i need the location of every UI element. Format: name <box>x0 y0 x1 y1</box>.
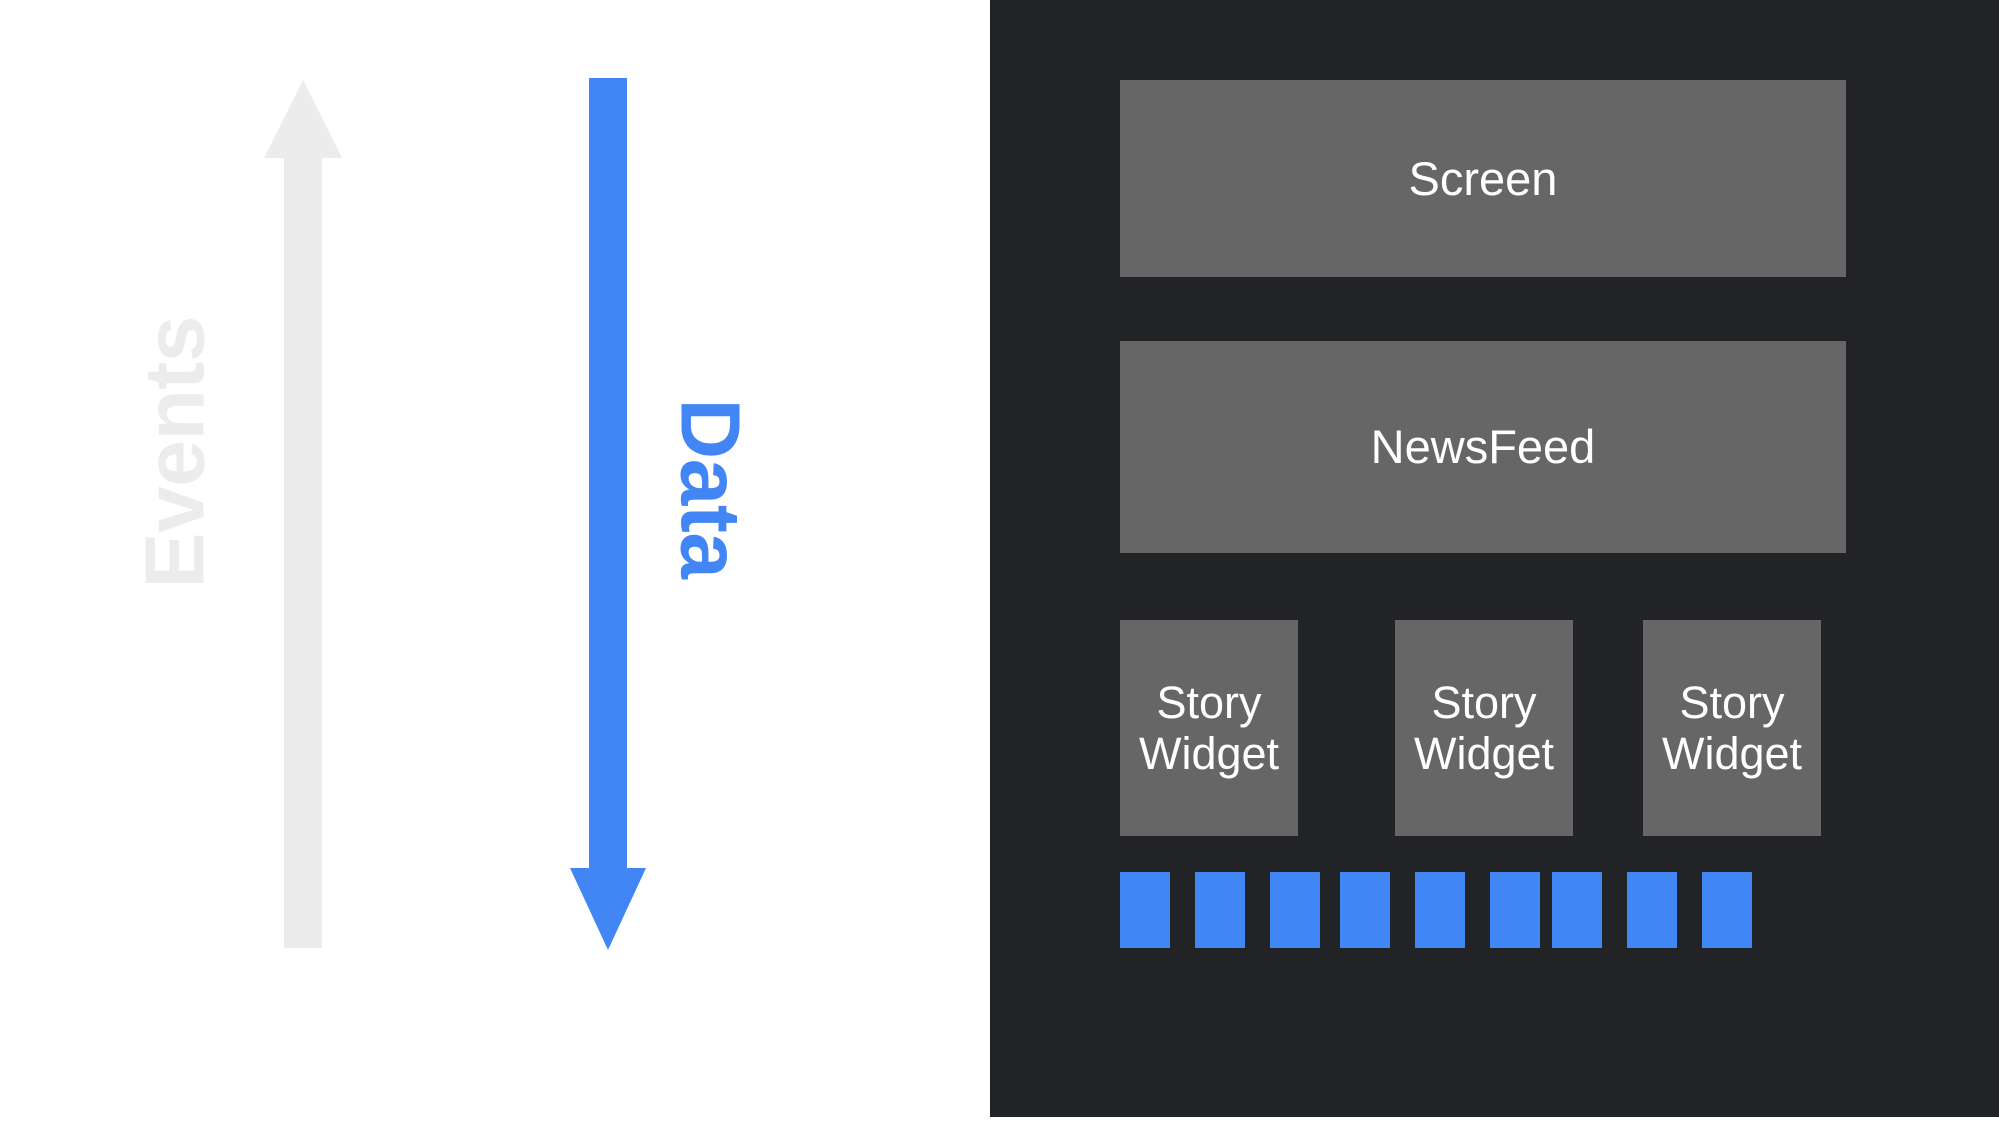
chip-group-story-widget-2 <box>1552 872 1752 948</box>
chip[interactable] <box>1270 872 1320 948</box>
node-story-widget-1-line1: Story <box>1431 676 1537 728</box>
chip[interactable] <box>1627 872 1677 948</box>
flow-legend-pane: Events Data <box>0 0 990 1117</box>
chip-group-story-widget-1 <box>1340 872 1540 948</box>
node-story-widget-0-line1: Story <box>1156 676 1262 728</box>
node-screen-label: Screen <box>1408 151 1558 205</box>
node-story-widget-1-line2: Widget <box>1413 728 1555 779</box>
chip[interactable] <box>1340 872 1390 948</box>
chip[interactable] <box>1120 872 1170 948</box>
events-flow-label: Events <box>127 316 222 589</box>
data-flow-label: Data <box>663 398 758 579</box>
chip-group-story-widget-0 <box>1120 872 1320 948</box>
node-newsfeed[interactable]: NewsFeed <box>1120 341 1846 553</box>
chip[interactable] <box>1702 872 1752 948</box>
node-story-widget-2-line2: Widget <box>1661 728 1803 779</box>
node-newsfeed-label: NewsFeed <box>1370 420 1596 474</box>
chip[interactable] <box>1415 872 1465 948</box>
node-story-widget-2-line1: Story <box>1679 676 1785 728</box>
node-screen[interactable]: Screen <box>1120 80 1846 277</box>
data-arrow-down-icon <box>570 78 646 950</box>
events-arrow-up-icon <box>264 80 342 948</box>
chip[interactable] <box>1552 872 1602 948</box>
bottom-edge-strip <box>0 1117 1999 1125</box>
node-story-widget-0-line2: Widget <box>1138 728 1280 779</box>
chip[interactable] <box>1195 872 1245 948</box>
chip[interactable] <box>1490 872 1540 948</box>
